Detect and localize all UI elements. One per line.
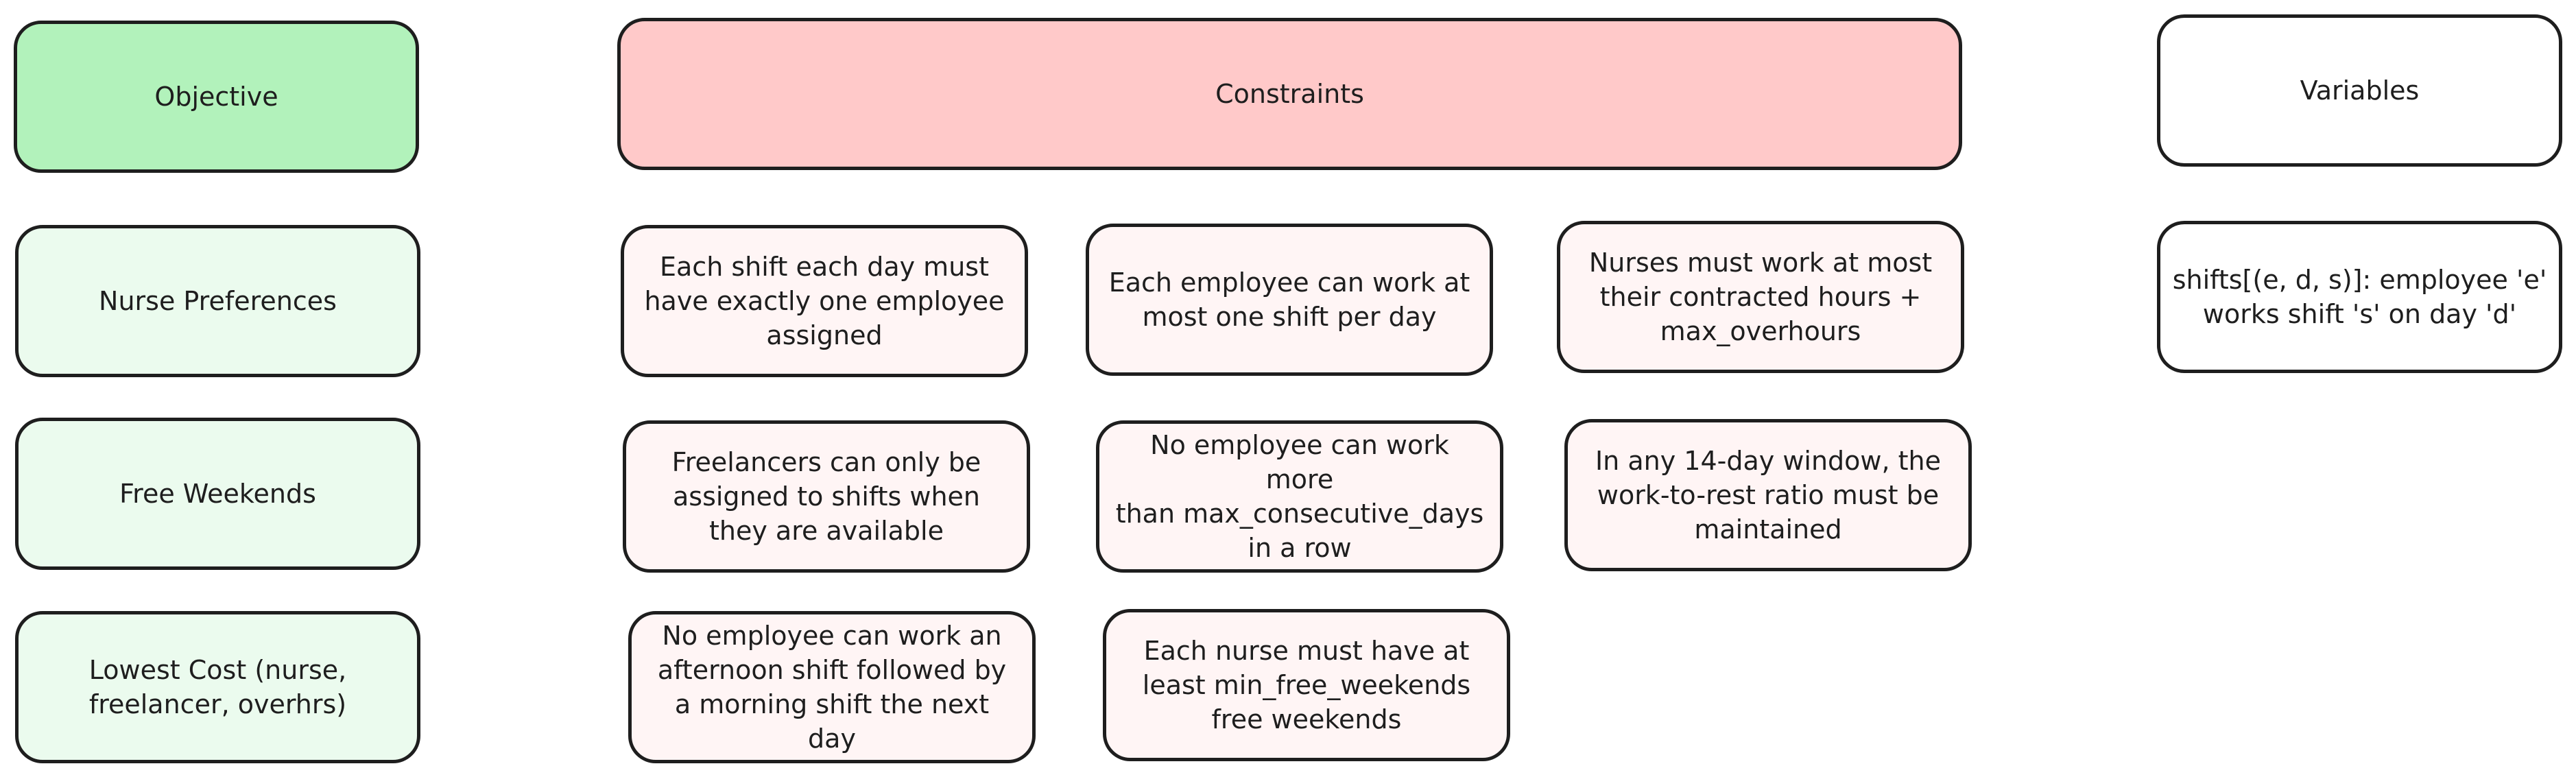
- constraint-label: No employee can work more than max_conse…: [1115, 430, 1484, 563]
- variables-header: Variables: [2157, 14, 2562, 167]
- constraint-one-employee-per-shift: Each shift each day must have exactly on…: [621, 225, 1028, 377]
- constraint-work-rest-ratio: In any 14-day window, the work-to-rest r…: [1564, 419, 1972, 571]
- objective-item-label: Free Weekends: [119, 479, 316, 509]
- variables-header-label: Variables: [2300, 75, 2420, 106]
- constraint-label: In any 14-day window, the work-to-rest r…: [1595, 446, 1942, 545]
- constraint-freelancer-availability: Freelancers can only be assigned to shif…: [623, 420, 1030, 573]
- constraint-label: Each employee can work at most one shift…: [1108, 267, 1470, 332]
- constraint-label: Each shift each day must have exactly on…: [644, 252, 1005, 350]
- variable-label: shifts[(e, d, s)]: employee 'e' works sh…: [2172, 265, 2547, 329]
- objective-item-lowest-cost: Lowest Cost (nurse, freelancer, overhrs): [15, 611, 420, 763]
- variable-shifts: shifts[(e, d, s)]: employee 'e' works sh…: [2157, 221, 2562, 373]
- objective-item-nurse-preferences: Nurse Preferences: [15, 225, 420, 377]
- constraint-contracted-hours: Nurses must work at most their contracte…: [1557, 221, 1964, 373]
- constraint-label: No employee can work an afternoon shift …: [657, 621, 1007, 754]
- constraint-min-free-weekends: Each nurse must have at least min_free_w…: [1103, 609, 1510, 761]
- constraint-label: Each nurse must have at least min_free_w…: [1142, 636, 1471, 734]
- constraints-header: Constraints: [617, 18, 1962, 170]
- objective-item-label: Nurse Preferences: [99, 286, 337, 316]
- objective-header: Objective: [14, 21, 419, 173]
- objective-item-label: Lowest Cost (nurse, freelancer, overhrs): [88, 655, 347, 719]
- constraints-header-label: Constraints: [1215, 79, 1364, 109]
- objective-item-free-weekends: Free Weekends: [15, 418, 420, 570]
- constraint-label: Freelancers can only be assigned to shif…: [671, 447, 981, 546]
- constraint-no-afternoon-then-morning: No employee can work an afternoon shift …: [628, 611, 1036, 763]
- constraint-one-shift-per-day: Each employee can work at most one shift…: [1086, 224, 1493, 376]
- constraint-max-consecutive-days: No employee can work more than max_conse…: [1096, 420, 1503, 573]
- objective-header-label: Objective: [154, 82, 278, 112]
- constraint-label: Nurses must work at most their contracte…: [1588, 248, 1933, 346]
